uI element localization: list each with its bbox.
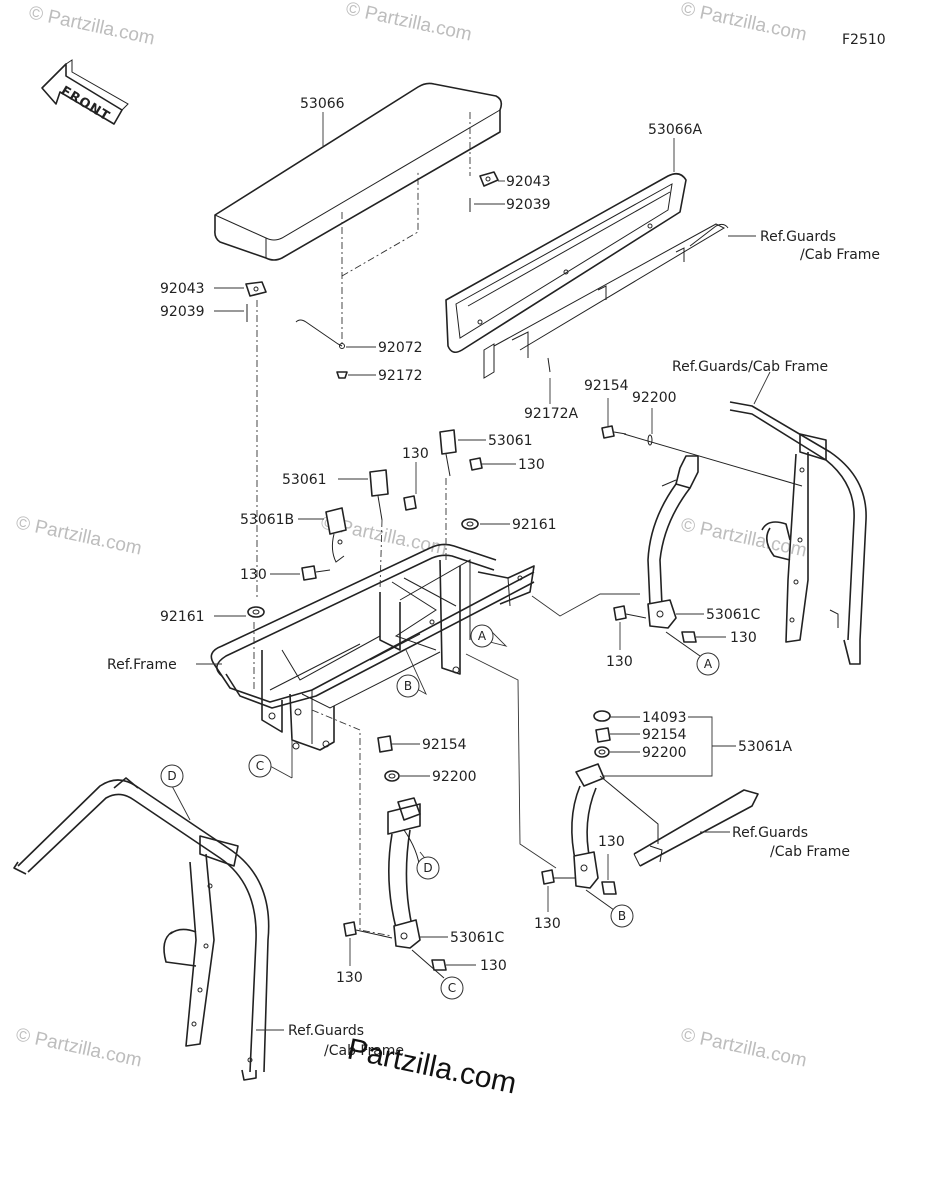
label-130-c: 130 — [240, 567, 267, 583]
buckle-53061B — [325, 507, 347, 563]
cab-frame-left — [13, 777, 270, 1081]
callout-C-frame — [248, 754, 272, 778]
cab-frame-bar-right — [633, 789, 759, 867]
callout-D-belt-text: D — [423, 861, 432, 875]
bolt-130-h — [343, 921, 393, 939]
label-53066: 53066 — [300, 96, 345, 112]
label-130-b: 130 — [402, 446, 429, 462]
label-92154-upper: 92154 — [584, 378, 629, 394]
label-92200-upper: 92200 — [632, 390, 677, 406]
bolt-92154-upper — [601, 425, 653, 446]
label-53061-a: 53061 — [488, 433, 533, 449]
label-92161-left: 92161 — [160, 609, 205, 625]
seat-frame — [210, 543, 535, 751]
callout-A-frame — [470, 624, 494, 648]
callout-A-right-text: A — [704, 657, 713, 671]
label-53061C-lower: 53061C — [450, 930, 505, 946]
callout-C-belt-text: C — [448, 981, 456, 995]
bracket-92043-left — [245, 281, 267, 322]
label-130-h: 130 — [336, 970, 363, 986]
ref-guards-top-line1: Ref.Guards — [760, 229, 836, 245]
grommet-92161-right — [461, 518, 479, 530]
callout-B-frame — [396, 674, 420, 698]
washer-92200-lower — [384, 770, 400, 782]
bolt-130-d — [613, 605, 647, 621]
label-53066A: 53066A — [648, 122, 703, 138]
ref-guards-bottom-line1: Ref.Guards — [288, 1023, 364, 1039]
callout-C-belt — [440, 976, 464, 1000]
nut-130-g — [601, 881, 617, 895]
callout-B-belt — [610, 904, 634, 928]
watermark: © Partzilla.com — [679, 0, 809, 46]
nut-130-e — [681, 631, 697, 643]
label-130-d: 130 — [606, 654, 633, 670]
callout-B-frame-text: B — [404, 679, 412, 693]
bracket-92043-top — [469, 112, 499, 212]
callout-C-frame-text: C — [256, 759, 264, 773]
diagram-code: F2510 — [842, 32, 886, 48]
label-53061-b: 53061 — [282, 472, 327, 488]
brand-logo-text: Partzilla.com — [345, 1033, 520, 1101]
callout-B-belt-text: B — [618, 909, 626, 923]
seat-cushion-53066 — [214, 82, 503, 261]
callout-D-frame — [160, 764, 184, 788]
ref-guards-top-line2: /Cab Frame — [800, 247, 880, 263]
label-92072: 92072 — [378, 340, 423, 356]
front-arrow-icon: FRONT — [41, 59, 129, 125]
label-130-a: 130 — [518, 457, 545, 473]
label-130-g: 130 — [598, 834, 625, 850]
label-130-f: 130 — [534, 916, 561, 932]
label-92039-top: 92039 — [506, 197, 551, 213]
label-53061A: 53061A — [738, 739, 793, 755]
seat-belt-53061A — [571, 763, 659, 889]
watermark: © Partzilla.com — [679, 1024, 809, 1071]
callout-A-right — [696, 652, 720, 676]
label-92043-top: 92043 — [506, 174, 551, 190]
seat-belt-53061C-lower — [387, 797, 425, 949]
bolt-92154-right — [595, 727, 611, 743]
label-14093: 14093 — [642, 710, 687, 726]
bolt-130-c — [301, 565, 331, 581]
callout-A-frame-text: A — [478, 629, 487, 643]
label-92172: 92172 — [378, 368, 423, 384]
seat-belt-53061C-right — [647, 455, 699, 629]
ref-guards-bottom-line2: /Cab Frame — [324, 1043, 404, 1059]
label-92039-left: 92039 — [160, 304, 205, 320]
grommet-92161-left — [247, 606, 265, 618]
label-53061C-right: 53061C — [706, 607, 761, 623]
label-92161-right: 92161 — [512, 517, 557, 533]
ref-guards-right-line1: Ref.Guards — [732, 825, 808, 841]
buckle-53061-a — [439, 429, 483, 477]
label-92200-right: 92200 — [642, 745, 687, 761]
label-92043-left: 92043 — [160, 281, 205, 297]
buckle-53061-b — [369, 469, 417, 521]
nut-130-i — [431, 959, 447, 971]
ref-frame: Ref.Frame — [107, 657, 177, 673]
label-130-e: 130 — [730, 630, 757, 646]
callout-D-frame-text: D — [167, 769, 176, 783]
ref-guards-right-line2: /Cab Frame — [770, 844, 850, 860]
label-92154-right: 92154 — [642, 727, 687, 743]
watermark: © Partzilla.com — [14, 512, 144, 559]
bolt-92154-lower — [377, 735, 393, 753]
callout-D-belt — [416, 856, 440, 880]
washer-92200-right — [594, 746, 610, 758]
watermark: © Partzilla.com — [14, 1024, 144, 1071]
label-92172A: 92172A — [524, 406, 579, 422]
seat-back-53066A — [445, 172, 729, 379]
partzilla-logo: Partzilla.com — [345, 1033, 520, 1101]
strap-92072 — [295, 319, 348, 379]
watermark: © Partzilla.com — [27, 2, 157, 49]
bolt-130-f — [541, 869, 576, 885]
cap-14093 — [593, 710, 611, 722]
label-53061B: 53061B — [240, 512, 294, 528]
label-92154-lower: 92154 — [422, 737, 467, 753]
cab-frame-right — [729, 401, 867, 665]
ref-guards-mid: Ref.Guards/Cab Frame — [672, 359, 828, 375]
label-92200-lower: 92200 — [432, 769, 477, 785]
watermark: © Partzilla.com — [344, 0, 474, 46]
label-130-i: 130 — [480, 958, 507, 974]
